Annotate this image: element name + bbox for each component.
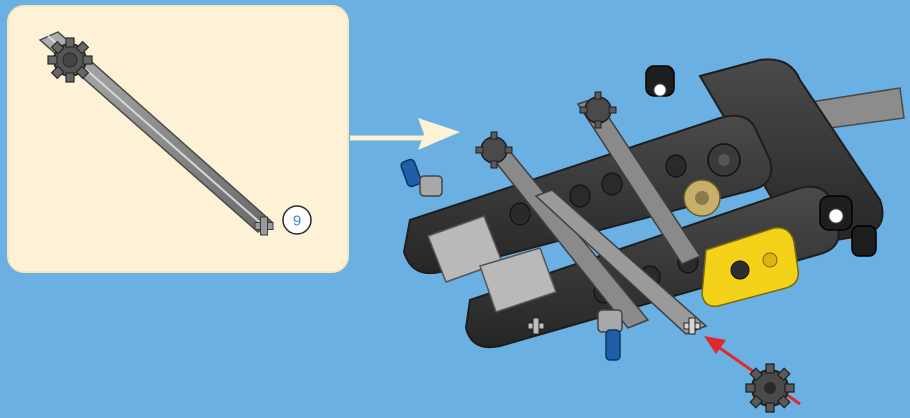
part-quantity-badge: 9 — [283, 206, 311, 234]
callout-arrow-icon — [350, 118, 460, 150]
gear-to-add-icon — [746, 364, 794, 412]
assembly-model — [400, 59, 904, 360]
blue-pin-bottom — [598, 310, 622, 360]
part-quantity: 9 — [293, 213, 301, 230]
blue-pin-top — [400, 158, 442, 196]
gear-icon — [48, 38, 92, 82]
